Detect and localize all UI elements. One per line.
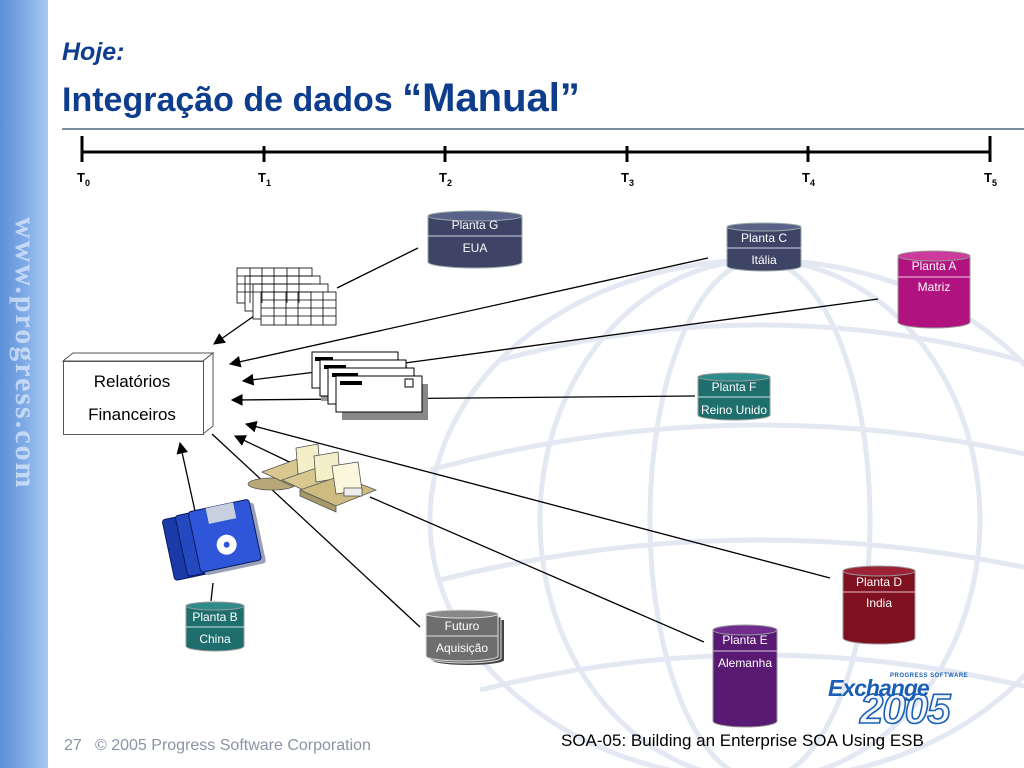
exchange-2005-logo: 2005 Exchange PROGRESS SOFTWARE <box>828 673 988 733</box>
timeline-label-5: T5 <box>984 170 997 188</box>
futuro-place: Aquisição <box>436 641 488 655</box>
planta-g-name: Planta G <box>452 218 499 232</box>
planta-e-name: Planta E <box>722 633 767 647</box>
futuro-name: Futuro <box>445 619 480 633</box>
planta-b-name: Planta B <box>192 610 237 624</box>
planta-d-name: Planta D <box>856 575 902 589</box>
title-emphasis: “Manual” <box>402 76 580 120</box>
timeline: T0 T1 T2 T3 T4 T5 <box>77 136 997 188</box>
timeline-label-2: T2 <box>439 170 452 188</box>
planta-g-place: EUA <box>463 241 488 255</box>
planta-f-place: Reino Unido <box>701 403 767 417</box>
arrow-planta-f <box>230 394 696 406</box>
report-line-2: Financeiros <box>88 405 176 424</box>
planta-d-cylinder: Planta D India <box>842 565 916 645</box>
title-divider <box>62 128 1024 130</box>
planta-a-cylinder: Planta A Matriz <box>897 250 971 329</box>
connector-planta-a <box>404 298 879 364</box>
arrow-spreadsheet-to-report <box>213 315 255 345</box>
slide-kicker: Hoje: <box>62 38 125 66</box>
planta-e-cylinder: Planta E Alemanha <box>712 624 778 728</box>
planta-c-name: Planta C <box>741 231 787 245</box>
floppy-disk-icon <box>162 499 266 581</box>
planta-f-name: Planta F <box>712 380 757 394</box>
planta-b-place: China <box>199 632 231 646</box>
planta-c-cylinder: Planta C Itália <box>726 222 802 272</box>
report-line-1: Relatórios <box>93 372 171 391</box>
futuro-aquisicao-cylinder: Futuro Aquisição <box>425 609 504 665</box>
connector-planta-b <box>210 582 214 602</box>
planta-e-place: Alemanha <box>718 656 772 670</box>
connectors <box>176 247 879 643</box>
planta-a-place: Matriz <box>918 280 951 294</box>
planta-b-cylinder: Planta B China <box>185 601 245 652</box>
connector-planta-g <box>336 247 419 289</box>
fax-machine-icon <box>247 443 378 513</box>
sidebar-band: www.progress.com <box>0 0 48 768</box>
arrow-disk-to-report <box>176 441 196 512</box>
timeline-label-1: T1 <box>258 170 271 188</box>
documents-icon <box>311 351 428 420</box>
timeline-label-4: T4 <box>802 170 815 188</box>
planta-g-cylinder: Planta G EUA <box>427 210 523 269</box>
page-number: 27 <box>64 737 82 754</box>
logo-word: Exchange <box>828 675 930 701</box>
title-main: Integração de dados <box>62 81 403 119</box>
planta-c-place: Itália <box>751 253 777 267</box>
connector-futuro <box>211 433 421 628</box>
spreadsheet-icon <box>236 267 337 326</box>
arrow-documents-to-report <box>241 371 317 386</box>
connector-planta-e <box>369 496 705 643</box>
planta-a-name: Planta A <box>912 259 957 273</box>
timeline-label-0: T0 <box>77 170 90 188</box>
logo-year: 2005 <box>859 684 951 733</box>
planta-f-cylinder: Planta F Reino Unido <box>697 372 771 421</box>
arrow-planta-c <box>228 257 709 368</box>
slide-title: Integração de dados “Manual” <box>62 76 580 121</box>
logo-small-text: PROGRESS SOFTWARE <box>890 673 969 679</box>
planta-d-place: India <box>866 596 892 610</box>
session-title: SOA-05: Building an Enterprise SOA Using… <box>561 731 924 750</box>
timeline-label-3: T3 <box>621 170 634 188</box>
copyright-text: © 2005 Progress Software Corporation <box>95 737 371 754</box>
arrow-planta-d <box>244 421 831 579</box>
relatorios-financeiros-box: Relatórios Financeiros <box>63 361 204 435</box>
